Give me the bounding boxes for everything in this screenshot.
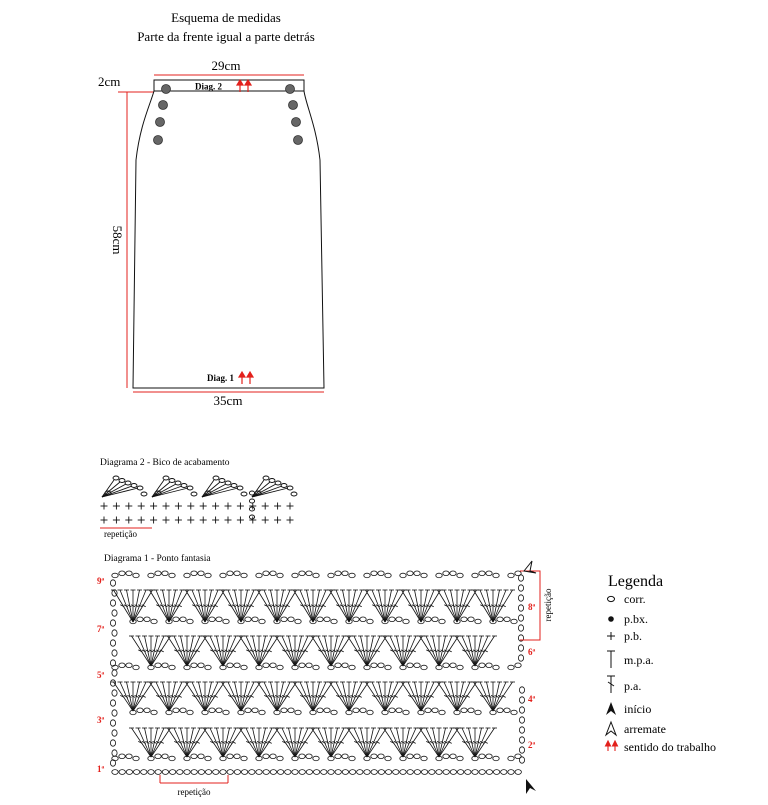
band-height-label: 2cm	[98, 74, 120, 89]
finish-arrow-icon	[523, 560, 537, 574]
double-crochet-icon	[607, 675, 615, 693]
row-label-4: 4ª	[528, 694, 536, 704]
diag1-direction-arrows	[237, 370, 255, 384]
legend-label-slip: p.bx.	[624, 612, 648, 626]
row-label-1: 1ª	[97, 764, 105, 774]
diagram2-chart	[100, 475, 298, 524]
start-icon	[606, 702, 616, 715]
button-dots	[153, 84, 303, 145]
row-label-2: 2ª	[528, 740, 536, 750]
row-label-7: 7ª	[97, 624, 105, 634]
waistband	[153, 79, 305, 92]
page-subtitle: Parte da frente igual a parte detrás	[137, 29, 315, 44]
chain-icon	[607, 595, 615, 603]
legend-label-dc: p.a.	[624, 679, 641, 693]
slip-stitch-icon	[608, 616, 614, 622]
start-arrow-icon	[526, 779, 536, 794]
legend-label-hdc: m.p.a.	[624, 653, 654, 667]
legend-label-finish: arremate	[624, 722, 666, 736]
legend-label-start: início	[624, 702, 651, 716]
diagram1-repeat-label: repetição	[178, 787, 211, 797]
bottom-width-label: 35cm	[214, 393, 243, 408]
diag1-label: Diag. 1	[207, 373, 235, 383]
row-label-8: 8ª	[528, 602, 536, 612]
diagram1-title: Diagrama 1 - Ponto fantasia	[104, 553, 211, 564]
diag2-label: Diag. 2	[195, 82, 223, 92]
half-double-crochet-icon	[607, 650, 615, 668]
page-title: Esquema de medidas	[171, 10, 281, 25]
legend-label-direction: sentido do trabalho	[624, 740, 716, 754]
diagram1-chart	[110, 570, 526, 775]
legend-label-sc: p.b.	[624, 629, 642, 643]
top-width-label: 29cm	[212, 58, 241, 73]
row-label-9: 9ª	[97, 576, 105, 586]
direction-arrows-icon	[604, 739, 619, 751]
side-repeat-label: repetição	[543, 588, 553, 621]
diagram2-repeat-label: repetição	[104, 529, 137, 539]
skirt-schematic: 29cm Diag. 2 2cm 58cm Diag. 1 35cm	[98, 58, 325, 408]
body-height-label: 58cm	[110, 226, 125, 255]
legend-label-chain: corr.	[624, 592, 646, 606]
skirt-outline	[132, 90, 325, 389]
legend-title: Legenda	[608, 573, 663, 590]
diag2-direction-arrows	[235, 78, 253, 92]
diagram2-title: Diagrama 2 - Bico de acabamento	[100, 458, 230, 468]
row-label-5: 5ª	[97, 670, 105, 680]
single-crochet-icon	[607, 632, 615, 640]
row-label-3: 3ª	[97, 715, 105, 725]
legend: Legenda corr. p.bx. p.b. m.p.a. p.a. iní…	[604, 573, 716, 754]
finish-icon	[604, 720, 618, 737]
row-label-6: 6ª	[528, 647, 536, 657]
